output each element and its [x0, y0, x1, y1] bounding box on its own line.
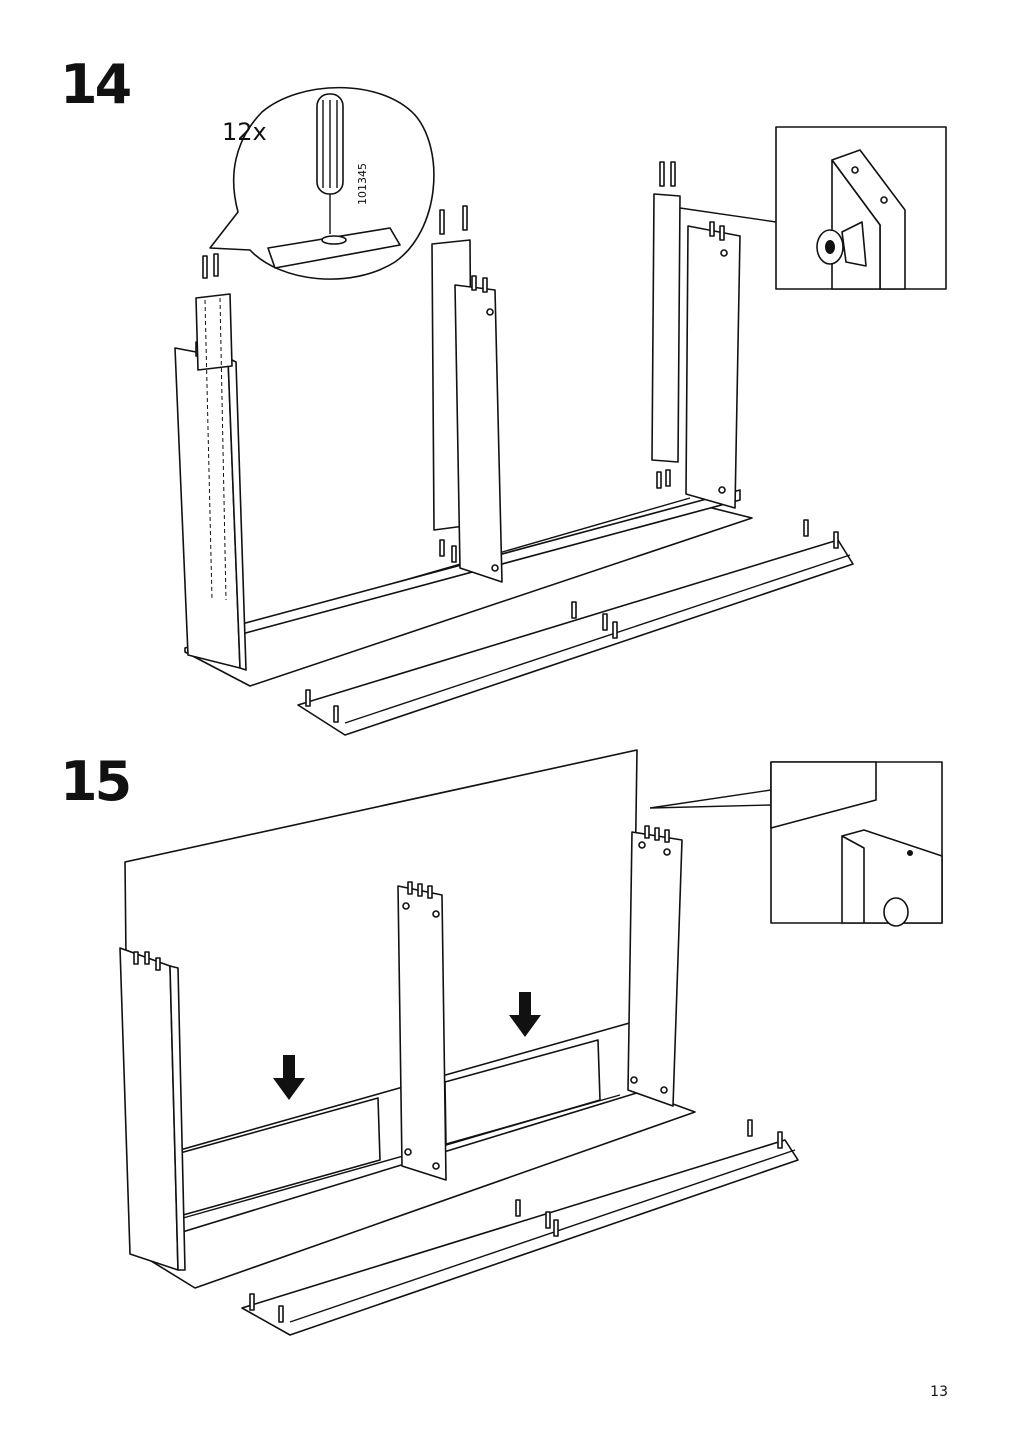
step-14-number: 14	[60, 53, 132, 116]
down-arrow-icon	[509, 992, 541, 1037]
right-side-panel-15	[627, 825, 683, 1107]
step-14-illustration: 12x 101345	[174, 86, 947, 736]
front-plinth	[297, 519, 854, 736]
panel-detail-callout	[649, 761, 943, 927]
hinge-detail-callout	[679, 126, 947, 290]
right-side-panel	[651, 161, 741, 509]
step-15-illustration	[119, 749, 943, 1336]
down-arrow-icon	[273, 1055, 305, 1100]
front-plinth-15	[241, 1119, 799, 1336]
dowel-quantity: 12x	[222, 118, 267, 146]
step-15-number: 15	[60, 750, 132, 813]
middle-divider-15	[397, 881, 447, 1181]
wooden-dowel-icon	[316, 93, 344, 234]
dowel-part-number: 101345	[356, 163, 369, 205]
left-side-panel-15	[119, 947, 186, 1271]
page-number: 13	[930, 1384, 948, 1400]
dowel-callout: 12x 101345	[209, 86, 435, 280]
left-side-panel	[174, 341, 247, 671]
middle-divider	[431, 205, 503, 583]
